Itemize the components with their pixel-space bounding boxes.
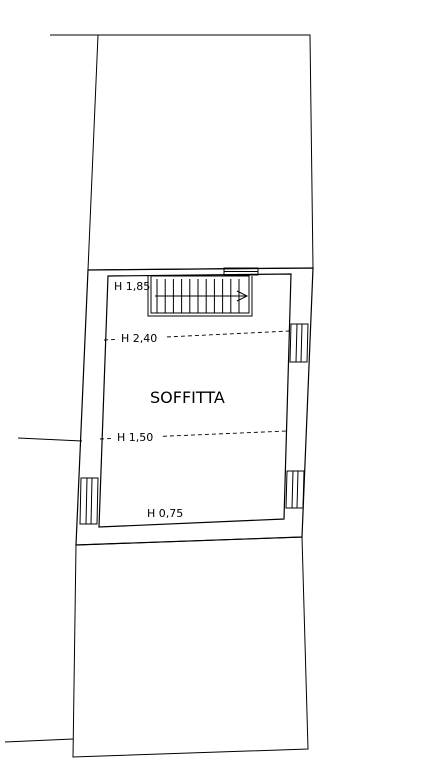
right-window-upper <box>289 323 309 363</box>
height-label-075: H 0,75 <box>147 507 183 520</box>
right-window-lower <box>285 470 305 509</box>
height-label-185: H 1,85 <box>114 280 150 293</box>
room-label-soffitta: SOFFITTA <box>150 388 225 407</box>
boundary-line-left <box>17 437 83 442</box>
boundary-line-bottom <box>4 738 74 743</box>
lower-area-outline <box>72 536 309 758</box>
staircase <box>147 275 253 317</box>
height-label-240: H 2,40 <box>121 332 157 345</box>
height-label-150-bg <box>114 431 162 444</box>
height-label-150: H 1,50 <box>117 431 153 444</box>
height-label-240-bg <box>118 331 166 345</box>
top-window <box>223 267 259 276</box>
staircase-outline <box>150 275 250 314</box>
upper-area-outline <box>87 34 314 271</box>
stair-arrow-head <box>236 290 249 302</box>
left-window <box>79 477 99 525</box>
